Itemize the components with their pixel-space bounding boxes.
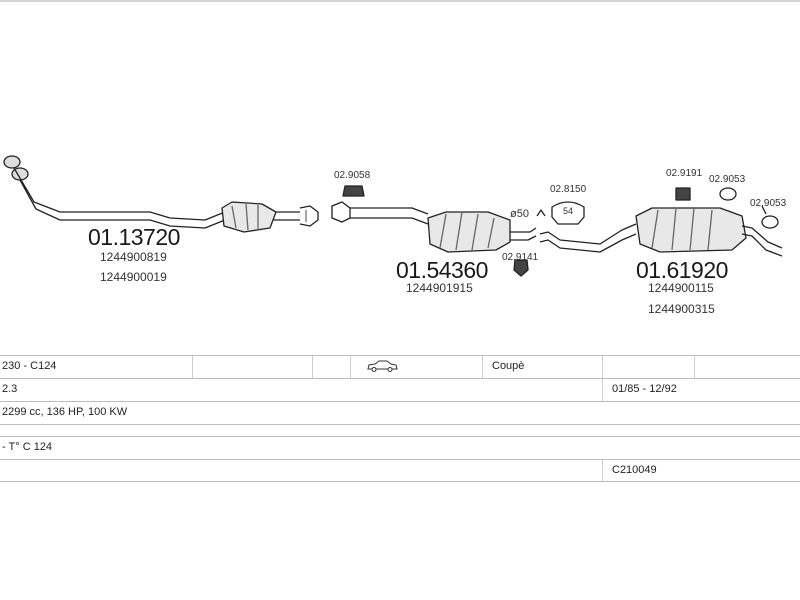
part-number-rubber-mount[interactable]: 02.9058 [334, 170, 371, 181]
front-pipe-drawing [3, 155, 319, 233]
vehicle-type: - T° C 124 [2, 441, 53, 453]
middle-silencer-drawing [331, 201, 537, 253]
exhaust-diagram: 01.13720 1244900819 1244900019 01.54360 … [0, 0, 800, 316]
vehicle-row-model: 230 - C124 Coupè [0, 355, 800, 378]
vehicle-row-code: C210049 [0, 459, 800, 482]
engine-size: 2.3 [2, 383, 18, 395]
ref-number: 1244900115 [648, 281, 714, 295]
small-parts-drawing [342, 185, 779, 277]
part-number-clamp[interactable]: 02.8150 [550, 184, 587, 195]
part-number-ring[interactable]: 02.9053 [750, 198, 787, 209]
production-years: 01/85 - 12/92 [612, 383, 677, 395]
engine-spec: 2299 cc, 136 HP, 100 KW [2, 406, 128, 418]
body-type: Coupè [492, 360, 525, 372]
vehicle-row-type: - T° C 124 [0, 436, 800, 459]
ref-number: 1244900315 [648, 302, 715, 316]
part-number-clamp[interactable]: 02.9141 [502, 252, 539, 263]
clamp-size-label: 54 [563, 206, 574, 216]
ref-number: 1244901915 [406, 281, 473, 295]
part-number-ring[interactable]: 02.9053 [709, 174, 746, 185]
rear-silencer-drawing [539, 207, 783, 257]
clamp-diameter-label: ø50 [510, 208, 529, 220]
part-number-front-pipe[interactable]: 01.13720 [88, 224, 180, 250]
vehicle-code: C210049 [612, 464, 657, 476]
vehicle-row-engine: 2.3 01/85 - 12/92 [0, 378, 800, 401]
car-coupe-icon [366, 359, 398, 376]
ref-number: 1244900819 [100, 250, 167, 264]
vehicle-row-spec: 2299 cc, 136 HP, 100 KW [0, 401, 800, 424]
vehicle-row-spacer [0, 424, 800, 436]
exhaust-drawing [3, 155, 783, 277]
part-number-rear-silencer[interactable]: 01.61920 [636, 257, 728, 283]
part-number-rubber-mount[interactable]: 02.9191 [666, 168, 703, 179]
ref-number: 1244900019 [100, 270, 167, 284]
vehicle-info-table: 230 - C124 Coupè 2.3 01/85 - 12/92 2299 … [0, 355, 800, 482]
model-name: 230 - C124 [2, 360, 57, 372]
part-number-middle-silencer[interactable]: 01.54360 [396, 257, 488, 283]
